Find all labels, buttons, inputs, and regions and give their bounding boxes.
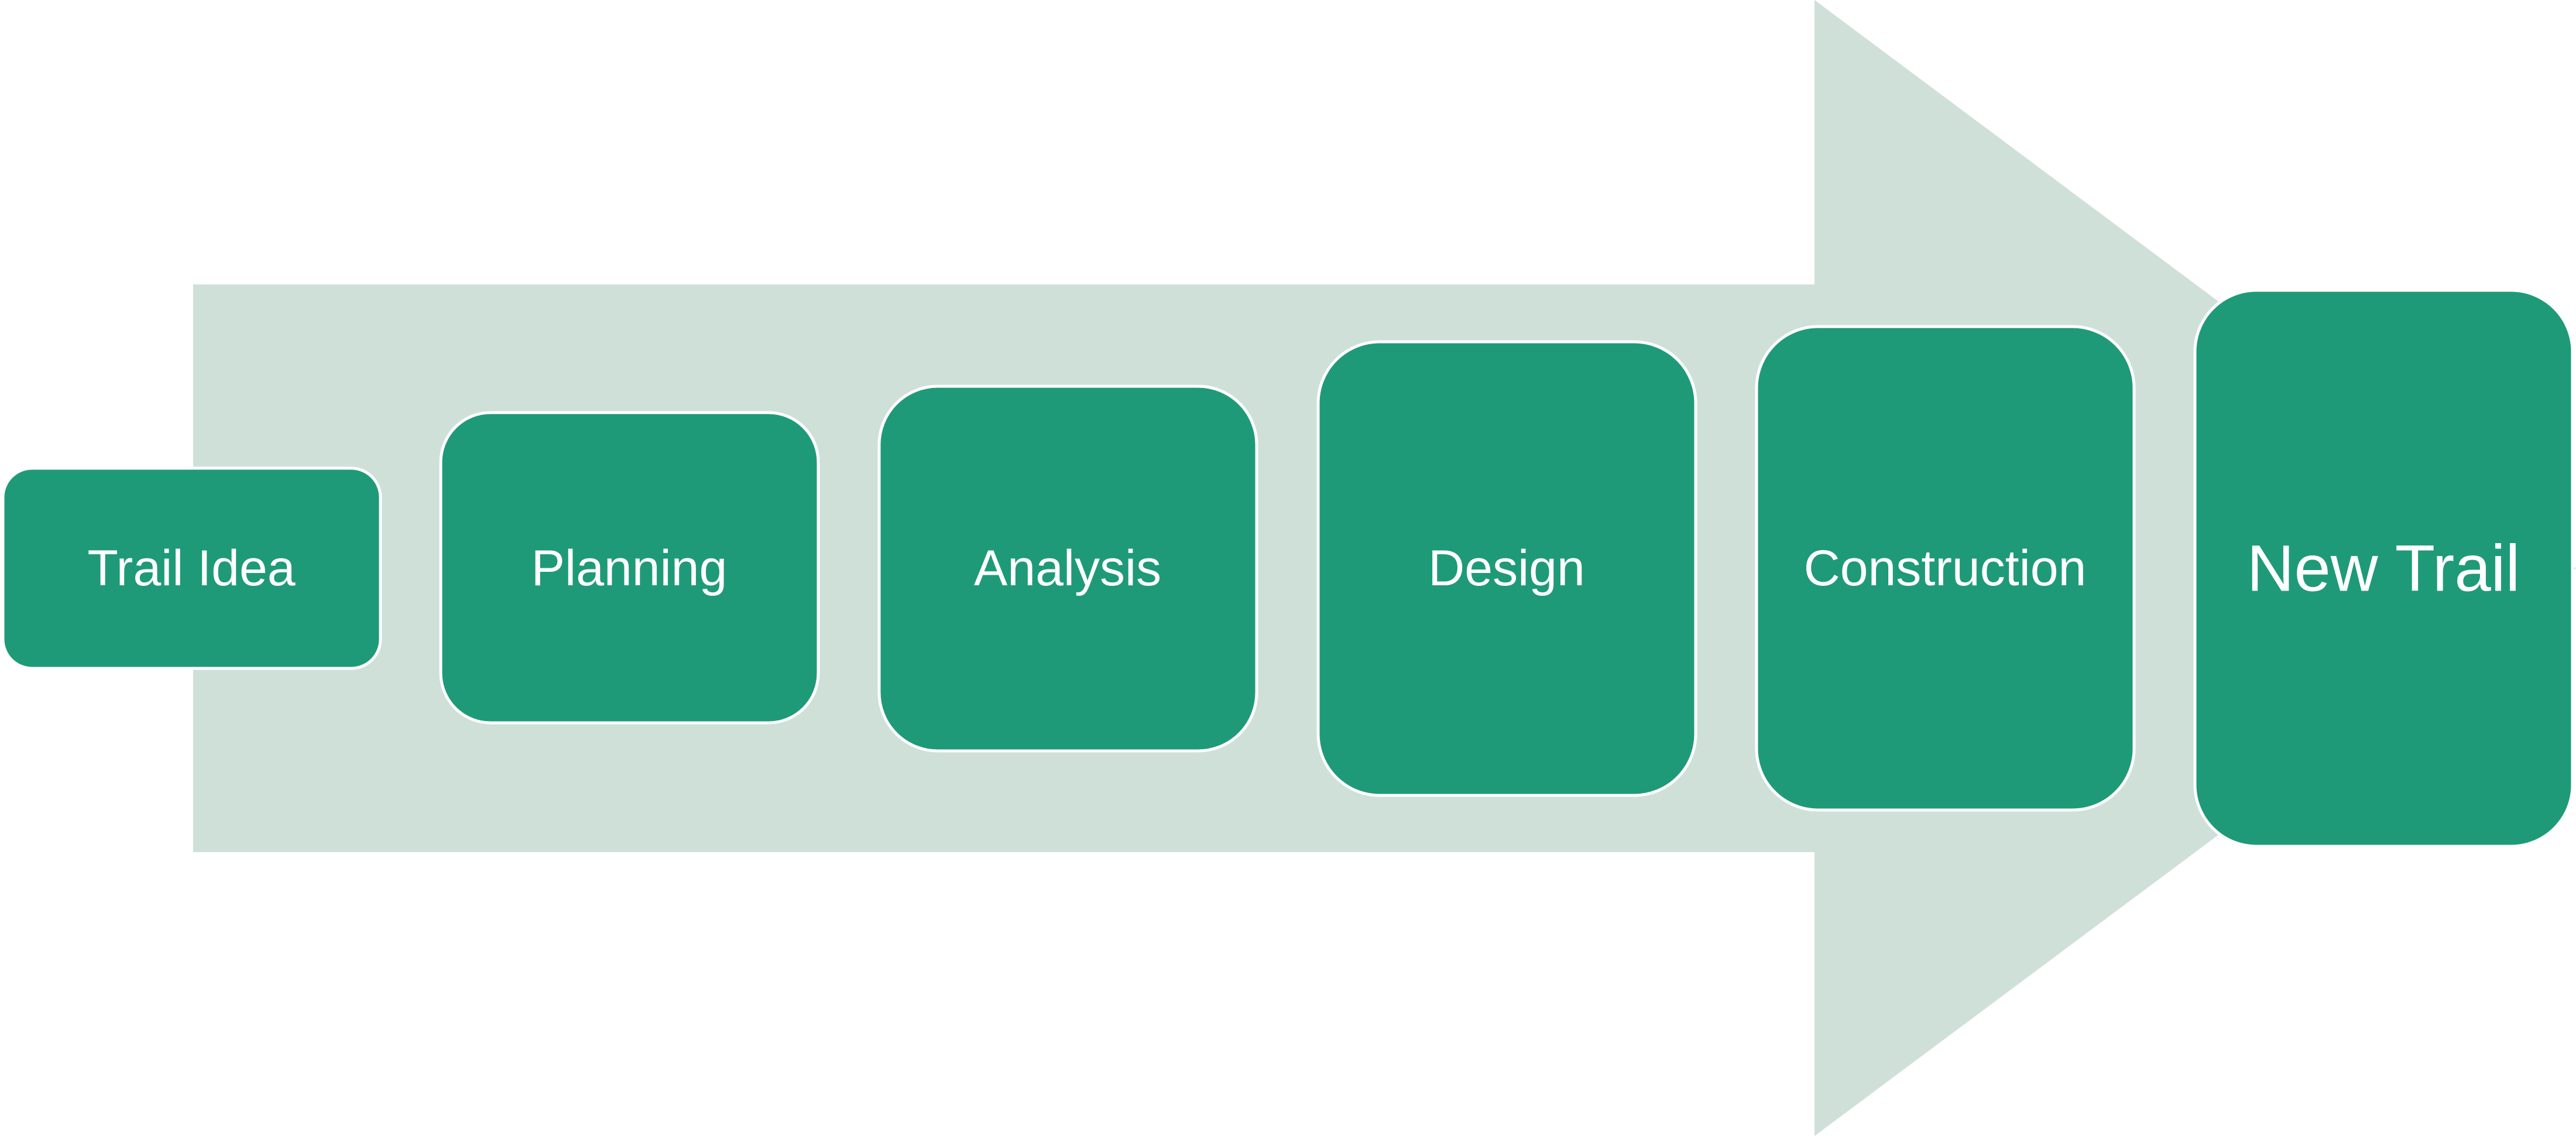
step-box-planning [439, 411, 820, 725]
step-4: Design [1316, 340, 1697, 797]
step-box-design [1316, 340, 1697, 797]
step-label-planning: Planning [531, 540, 728, 596]
step-label-new-trail: New Trail [2247, 532, 2520, 605]
step-box-construction [1755, 325, 2136, 812]
step-box-new-trail [2193, 289, 2574, 848]
step-6: New Trail [2193, 289, 2574, 848]
step-box-analysis [877, 385, 1258, 753]
step-1: Trail Idea [1, 466, 382, 670]
step-2: Planning [439, 411, 820, 725]
step-5: Construction [1755, 325, 2136, 812]
step-label-analysis: Analysis [974, 540, 1161, 596]
step-3: Analysis [877, 385, 1258, 753]
step-label-design: Design [1428, 540, 1585, 596]
step-label-trail-idea: Trail Idea [87, 540, 295, 596]
step-box-trail-idea [1, 466, 382, 670]
step-label-construction: Construction [1804, 540, 2087, 596]
